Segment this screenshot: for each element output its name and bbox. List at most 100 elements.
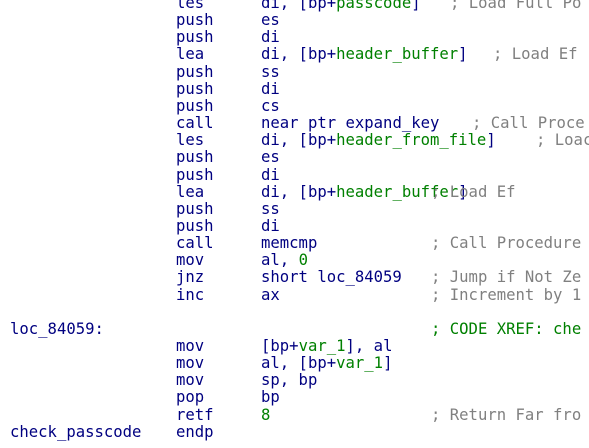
instruction-mnemonic[interactable]: call [176,234,214,253]
instruction-operands: di [261,29,280,46]
code-line[interactable]: push di [0,216,589,235]
operand-text: di, [bp+ [261,131,337,150]
code-line[interactable]: mov [bp+var_1], al [0,338,589,355]
code-line[interactable]: push di [0,29,589,46]
instruction-mnemonic[interactable]: push [176,96,214,115]
operand-text: short loc_84059 [261,268,402,287]
code-line[interactable]: retf 8 ; Return Far fro [0,405,589,424]
code-line[interactable]: push ss [0,62,589,81]
operand-text: es [261,148,280,167]
code-line[interactable]: call near ptr expand_key ; Call Proce [0,115,589,132]
operand-text: expand_key [345,114,440,133]
instruction-mnemonic[interactable]: push [176,11,214,30]
code-line[interactable]: push di [0,79,589,98]
code-line[interactable]: push ss [0,199,589,218]
instruction-mnemonic[interactable]: mov [176,354,205,373]
operand-number: 8 [261,405,271,424]
blank-line[interactable] [0,304,589,321]
operand-text: di, [bp+ [261,0,337,12]
instruction-mnemonic[interactable]: mov [176,337,205,355]
instruction-mnemonic[interactable]: push [176,79,214,98]
label-line[interactable]: loc_84059: ; CODE XREF: che [0,319,589,338]
operand-text: di [261,165,280,184]
operand-text: ] [383,354,393,373]
comment: ; Call Procedure [431,234,582,253]
comment: ; Call Proce [472,114,585,133]
label-line[interactable]: check_passcode endp [0,422,589,441]
instruction-operands: di, [bp+header_buffer] [261,182,468,201]
operand-text: ] [411,0,421,12]
code-xref-comment[interactable]: ; CODE XREF: che [431,319,582,338]
instruction-mnemonic[interactable]: lea [176,45,205,64]
code-label[interactable]: check_passcode [10,422,142,441]
code-line[interactable]: inc ax ; Increment by 1 [0,285,589,304]
instruction-mnemonic[interactable]: call [176,114,214,133]
instruction-mnemonic[interactable]: jnz [176,268,205,287]
operand-text: di [261,28,280,47]
operand-identifier[interactable]: header_from_file [336,131,487,150]
code-label[interactable]: loc_84059: [10,319,104,338]
operand-text: es [261,11,280,30]
instruction-operands: di, [bp+passcode] [261,0,421,12]
instruction-mnemonic[interactable]: push [176,28,214,47]
operand-identifier[interactable]: header_buffer [336,45,459,64]
instruction-mnemonic[interactable]: push [176,62,214,81]
operand-text: ss [261,62,280,81]
instruction-mnemonic[interactable]: push [176,148,214,167]
operand-text: near ptr [261,114,346,133]
operand-identifier[interactable]: passcode [336,0,412,12]
instruction-operands: es [261,149,280,166]
instruction-mnemonic[interactable]: les [176,131,205,150]
operand-identifier[interactable]: var_1 [298,337,346,355]
instruction-operands: near ptr expand_key [261,115,439,132]
operand-identifier[interactable]: header_buffer [336,182,459,201]
operand-text: di [261,216,280,235]
instruction-mnemonic[interactable]: mov [176,371,205,390]
comment: ; Load Ef [431,182,516,201]
code-line[interactable]: push cs [0,96,589,115]
code-line[interactable]: push es [0,149,589,166]
instruction-mnemonic[interactable]: mov [176,251,205,270]
instruction-operands: short loc_84059 [261,269,402,286]
operand-text: al, [261,251,299,270]
comment: ; Return Far fro [431,405,582,424]
operand-text: sp, bp [261,371,318,390]
instruction-mnemonic[interactable]: push [176,165,214,184]
operand-text: bp [261,388,280,407]
code-line[interactable]: mov sp, bp [0,372,589,389]
operand-text: ], al [345,337,393,355]
instruction-operands: di [261,216,280,235]
instruction-mnemonic[interactable]: pop [176,388,205,407]
operand-text: ] [458,45,468,64]
operand-text: ] [458,182,468,201]
code-line[interactable]: push di [0,165,589,184]
code-line[interactable]: push es [0,12,589,29]
instruction-mnemonic[interactable]: retf [176,405,214,424]
operand-identifier[interactable]: var_1 [336,354,384,373]
instruction-mnemonic[interactable]: push [176,199,214,218]
operand-text: ss [261,199,280,218]
instruction-operands: di, [bp+header_from_file] [261,132,496,149]
code-line[interactable]: pop bp [0,389,589,406]
comment: ; Increment by 1 [431,285,582,304]
instruction-mnemonic[interactable]: inc [176,285,205,304]
instruction-mnemonic[interactable]: les [176,0,205,12]
instruction-operands: es [261,12,280,29]
operand-text: cs [261,96,280,115]
instruction-mnemonic[interactable]: endp [176,422,214,441]
instruction-operands: ax [261,286,280,304]
instruction-mnemonic[interactable]: push [176,216,214,235]
instruction-operands: di [261,165,280,184]
instruction-mnemonic[interactable]: lea [176,182,205,201]
operand-text: [bp+ [261,337,299,355]
operand-text: di [261,79,280,98]
code-line[interactable]: lea di, [bp+header_buffer]; Load Ef [0,182,589,201]
